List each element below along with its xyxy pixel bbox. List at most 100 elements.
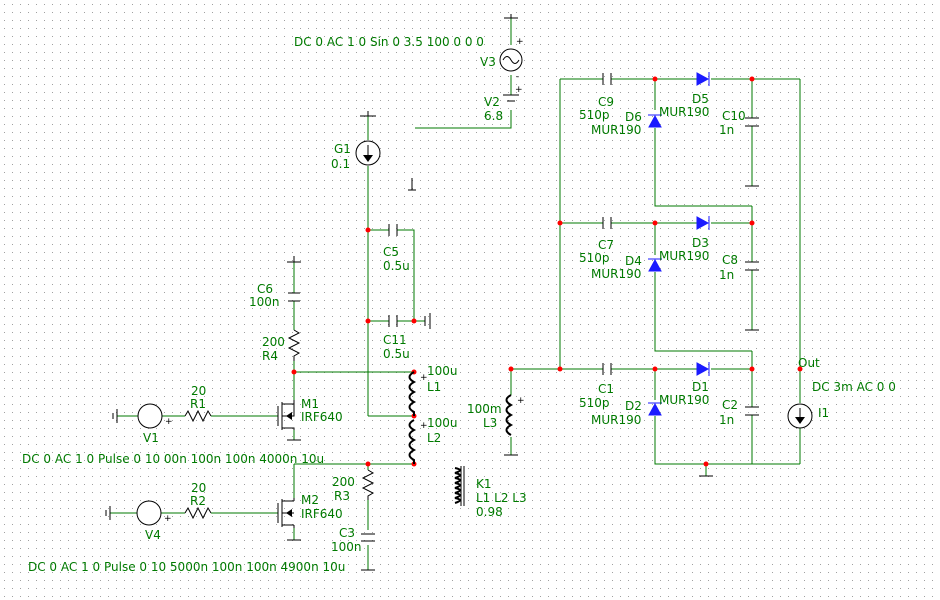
c9-value-label: 510p — [579, 108, 610, 122]
d3-name-label: D3 — [692, 236, 709, 250]
r2-resistor[interactable] — [184, 506, 212, 520]
d2-name-label: D2 — [625, 399, 642, 413]
c8-name-label: C8 — [722, 253, 738, 267]
v3-spec-label: DC 0 AC 1 0 Sin 0 3.5 100 0 0 0 — [294, 35, 484, 49]
svg-text:+: + — [165, 417, 173, 427]
m2-name-label: M2 — [301, 493, 319, 507]
i1-name-label: I1 — [818, 406, 829, 420]
v1-spec-label: DC 0 AC 1 0 Pulse 0 10 00n 100n 100n 400… — [22, 452, 324, 466]
out-net-label: Out — [798, 356, 820, 370]
r3-resistor[interactable] — [361, 469, 375, 500]
d6-diode[interactable] — [648, 114, 662, 128]
d3-type-label: MUR190 — [659, 249, 709, 263]
r4-name-label: R4 — [262, 349, 278, 363]
r4-resistor[interactable] — [287, 329, 301, 361]
c10-capacitor[interactable] — [745, 117, 759, 127]
g1-value-label: 0.1 — [331, 157, 350, 171]
c5-value-label: 0.5u — [383, 259, 410, 273]
g1-source[interactable] — [355, 140, 381, 166]
l2-inductor[interactable]: + — [408, 419, 428, 464]
c2-name-label: C2 — [722, 398, 738, 412]
c7-value-label: 510p — [579, 251, 610, 265]
wires — [110, 18, 801, 570]
svg-text:+: + — [515, 85, 523, 95]
l3-value-label: 100m — [467, 402, 502, 416]
c6-capacitor[interactable] — [288, 292, 300, 302]
ground-icon — [112, 409, 118, 423]
v3-name-label: V3 — [480, 55, 496, 69]
d2-type-label: MUR190 — [591, 413, 641, 427]
d4-diode[interactable] — [648, 258, 662, 272]
r1-value-label: 20 — [191, 384, 206, 398]
v2-battery[interactable]: + — [503, 85, 523, 102]
l3-name-label: L3 — [483, 416, 497, 430]
i1-source[interactable] — [787, 403, 813, 429]
c7-name-label: C7 — [598, 238, 614, 252]
v4-spec-label: DC 0 AC 1 0 Pulse 0 10 5000n 100n 100n 4… — [28, 560, 345, 574]
c7-capacitor[interactable] — [602, 217, 612, 229]
c6-name-label: C6 — [257, 282, 273, 296]
c1-name-label: C1 — [598, 382, 614, 396]
l1-inductor[interactable]: + — [408, 371, 428, 416]
v3-source[interactable]: + - — [499, 37, 524, 82]
d5-diode[interactable] — [696, 72, 710, 86]
d2-diode[interactable] — [648, 402, 662, 416]
c1-capacitor[interactable] — [602, 363, 612, 375]
d1-type-label: MUR190 — [659, 393, 709, 407]
ground-symbols — [105, 14, 759, 571]
r1-resistor[interactable] — [184, 409, 212, 423]
svg-text:+: + — [420, 373, 428, 383]
l2-value-label: 100u — [427, 416, 458, 430]
d1-name-label: D1 — [692, 380, 709, 394]
svg-text:+: + — [164, 514, 172, 524]
c9-name-label: C9 — [598, 95, 614, 109]
junctions — [291, 76, 803, 467]
k1-name-label: K1 — [476, 477, 492, 491]
d1-diode[interactable] — [696, 362, 710, 376]
r1-name-label: R1 — [190, 397, 206, 411]
v4-source[interactable]: + — [136, 500, 172, 526]
d5-name-label: D5 — [692, 92, 709, 106]
c11-value-label: 0.5u — [383, 347, 410, 361]
ground-icon — [504, 14, 518, 19]
i1-spec-label: DC 3m AC 0 0 — [812, 380, 896, 394]
d3-diode[interactable] — [696, 216, 710, 230]
ground-icon — [105, 506, 111, 520]
v4-name-label: V4 — [145, 528, 161, 542]
d6-name-label: D6 — [625, 110, 642, 124]
m1-name-label: M1 — [301, 397, 319, 411]
m1-type-label: IRF640 — [301, 410, 343, 424]
c3-capacitor[interactable] — [361, 533, 375, 542]
l1-value-label: 100u — [427, 364, 458, 378]
l3-inductor[interactable]: + — [505, 394, 525, 436]
k1-coupling[interactable] — [454, 466, 465, 506]
v1-source[interactable]: + — [137, 403, 173, 429]
m1-mosfet[interactable] — [277, 400, 295, 430]
l1-name-label: L1 — [427, 380, 441, 394]
svg-text:-: - — [516, 72, 519, 82]
c8-capacitor[interactable] — [745, 261, 759, 271]
m2-mosfet[interactable] — [277, 498, 295, 528]
c10-value-label: 1n — [719, 123, 734, 137]
svg-text:+: + — [420, 421, 428, 431]
g1-name-label: G1 — [334, 142, 351, 156]
v2-value-label: 6.8 — [484, 109, 503, 123]
c11-capacitor[interactable] — [388, 315, 398, 327]
d6-type-label: MUR190 — [591, 123, 641, 137]
svg-text:+: + — [517, 396, 525, 406]
c10-name-label: C10 — [722, 109, 746, 123]
r2-name-label: R2 — [190, 494, 206, 508]
d4-name-label: D4 — [625, 254, 642, 268]
c9-capacitor[interactable] — [602, 73, 612, 85]
m2-type-label: IRF640 — [301, 507, 343, 521]
r3-value-label: 200 — [332, 475, 355, 489]
c5-capacitor[interactable] — [388, 224, 398, 236]
c2-capacitor[interactable] — [745, 406, 759, 416]
r4-value-label: 200 — [262, 335, 285, 349]
d4-type-label: MUR190 — [591, 267, 641, 281]
c8-value-label: 1n — [719, 268, 734, 282]
svg-text:+: + — [516, 37, 524, 47]
v1-name-label: V1 — [143, 431, 159, 445]
c5-name-label: C5 — [383, 245, 399, 259]
